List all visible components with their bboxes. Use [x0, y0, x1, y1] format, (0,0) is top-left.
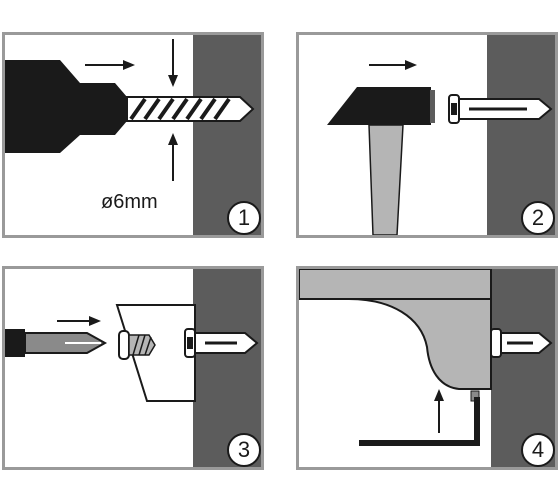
step-number-badge: 3	[227, 433, 261, 467]
screwdriver	[5, 329, 108, 357]
diameter-label: ø6mm	[101, 191, 158, 213]
shelf-bracket	[299, 269, 492, 390]
push-arrow	[57, 316, 101, 326]
wall-plug	[490, 328, 553, 358]
diameter-arrows	[168, 39, 178, 181]
step-number-badge: 1	[227, 201, 261, 235]
step-1-illustration	[5, 35, 261, 235]
drill-body	[5, 60, 127, 153]
up-arrow	[434, 389, 444, 433]
bracket	[115, 304, 196, 402]
push-arrow	[85, 60, 135, 70]
step-3-illustration	[5, 269, 261, 467]
step-2-illustration	[327, 35, 555, 235]
step-2-panel: 2	[296, 32, 558, 238]
step-3-panel: 3	[2, 266, 264, 470]
step-4-illustration	[299, 269, 555, 467]
step-4-panel: 4	[296, 266, 558, 470]
step-number-badge: 4	[521, 433, 555, 467]
hammer-handle	[368, 124, 404, 235]
screw	[118, 330, 156, 360]
push-arrow	[369, 60, 417, 70]
hammer-head	[327, 87, 431, 125]
drill-bit	[126, 96, 255, 122]
wall-plug	[184, 328, 259, 358]
step-number-badge: 2	[521, 201, 555, 235]
hex-key	[359, 397, 480, 446]
step-1-panel: ø6mm 1	[2, 32, 264, 238]
wall-plug	[448, 94, 553, 124]
